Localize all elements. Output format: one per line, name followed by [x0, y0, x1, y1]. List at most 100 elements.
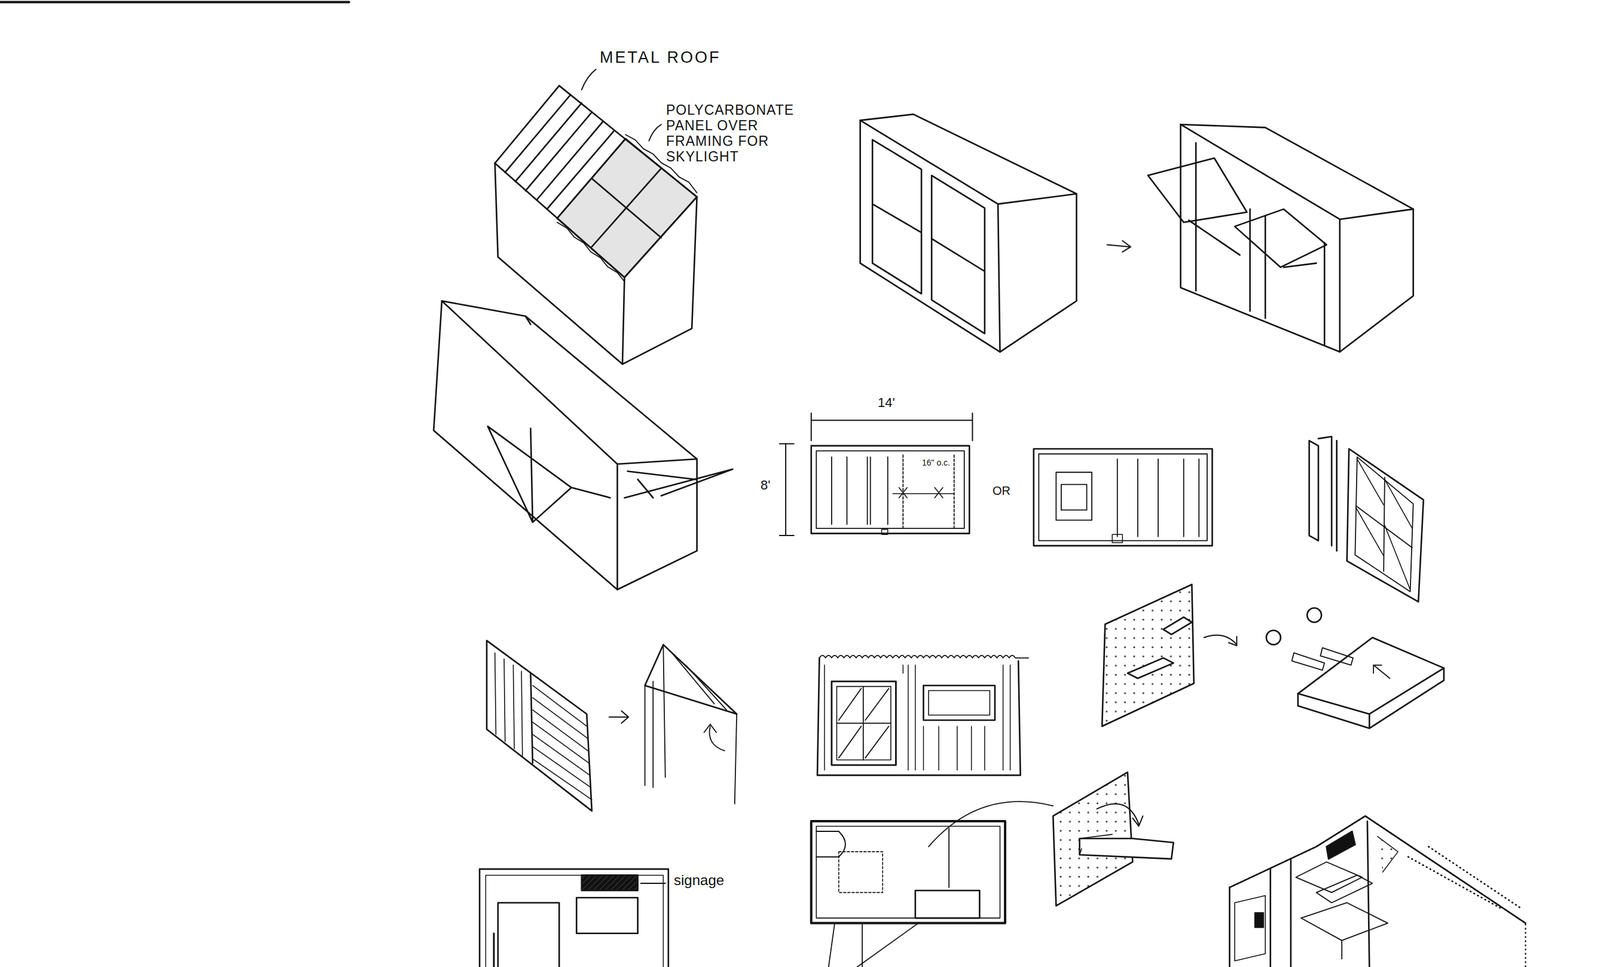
wall-panels-stroke: [532, 685, 592, 800]
pegboard-items-stroke: [1266, 630, 1281, 646]
elevation-views-stroke: [811, 446, 970, 534]
pegboard-items-stroke: [1204, 635, 1238, 647]
open-container-stroke: [1147, 158, 1248, 256]
window-elevation-stroke: [824, 665, 1011, 771]
wall-panels-stroke: [609, 711, 629, 724]
elevation-views-stroke: [1055, 472, 1092, 521]
interior-perspective-stroke: [1295, 862, 1373, 903]
closed-container-stroke: [1107, 240, 1131, 253]
wall-panels-stroke: [645, 645, 738, 805]
interior-perspective-stroke: [1255, 913, 1264, 928]
signage-elevation-stroke: [493, 933, 496, 967]
signage-elevation-stroke: [479, 869, 669, 967]
pegboard-items-stroke: [1307, 608, 1322, 623]
interior-perspective-stroke: [1377, 837, 1398, 873]
interior-perspective-stroke: [1229, 821, 1370, 967]
callout-note: POLYCARBONATE PANEL OVER FRAMING FOR SKY…: [666, 102, 799, 165]
roof-container-stroke: [557, 138, 662, 249]
elevation-views-stroke: [1117, 459, 1200, 537]
window-elevation-stroke: [928, 690, 990, 716]
open-container-stroke: [1195, 142, 1325, 345]
kiosk-plan-stroke: [948, 828, 950, 888]
folding-door-stroke: [1309, 436, 1337, 551]
pegboard-items-stroke: [1373, 665, 1390, 679]
window-elevation-stroke: [817, 658, 1021, 776]
kiosk-plan-stroke: [816, 826, 1000, 919]
folding-door: [1309, 436, 1424, 602]
interior-perspective-stroke: [1229, 816, 1526, 924]
open-container-stroke: [1234, 209, 1327, 268]
elevation-views: [779, 413, 1213, 546]
window-elevation-stroke: [831, 681, 897, 766]
closed-container-stroke: [860, 120, 1001, 352]
dimension-label: 8': [760, 478, 771, 493]
pegboard-items-stroke: [1127, 658, 1174, 679]
option-label: OR: [992, 484, 1011, 498]
spacing-note: 16" o.c.: [920, 457, 952, 469]
roof-container-stroke: [648, 124, 661, 141]
signage-elevation-stroke: [581, 875, 638, 891]
elevation-views-stroke: [881, 529, 888, 536]
elevation-views-stroke: [1033, 449, 1213, 546]
interior-perspective-stroke: [1408, 847, 1521, 909]
interior-perspective-stroke: [1229, 816, 1526, 967]
roof-container-stroke: [581, 69, 597, 90]
long-container: [433, 300, 733, 590]
kiosk-plan-stroke: [915, 890, 980, 919]
elevation-views-stroke: [1038, 454, 1208, 542]
signage-elevation: [479, 869, 669, 967]
long-container-stroke: [487, 426, 611, 522]
window-elevation-stroke: [836, 686, 891, 761]
wall-panels-stroke: [645, 645, 738, 715]
kiosk-plan-stroke: [811, 821, 1006, 924]
elevation-views-stroke: [779, 443, 795, 536]
sketch-lines: [0, 1, 1526, 967]
fold-shelf-stroke: [1079, 834, 1113, 856]
scan-edge: [0, 0, 350, 3]
elevation-views-stroke: [902, 455, 954, 529]
long-container-stroke: [624, 469, 733, 499]
fold-shelf-stroke: [1097, 804, 1144, 827]
closed-container-stroke: [872, 139, 922, 295]
elevation-views-stroke: [1061, 484, 1087, 511]
folding-door-stroke: [1356, 477, 1413, 572]
open-container: [1147, 124, 1414, 353]
interior-perspective-stroke: [1301, 902, 1388, 960]
kiosk-plan-stroke: [928, 801, 1053, 848]
elevation-views-stroke: [811, 413, 973, 441]
window-elevation-stroke: [923, 685, 995, 721]
interior-perspective-stroke: [1326, 831, 1356, 860]
roof-container-stroke: [505, 95, 615, 210]
open-container-stroke: [1180, 124, 1340, 353]
closed-container-stroke: [860, 114, 1077, 353]
closed-container: [860, 114, 1131, 353]
pegboard-items-stroke: [1298, 668, 1444, 729]
signage-elevation-stroke: [576, 898, 638, 934]
long-container-stroke: [433, 300, 618, 590]
folding-door-stroke: [1356, 459, 1413, 590]
elevation-views-stroke: [1112, 534, 1123, 543]
folding-door-stroke: [1347, 449, 1424, 603]
pegboard-items-stroke: [1298, 637, 1444, 715]
folding-door-stroke: [1354, 457, 1413, 592]
interior-perspective: [1229, 816, 1526, 967]
window-elevation-stroke: [836, 686, 891, 761]
signage-elevation-stroke: [485, 875, 664, 967]
wall-panels-stroke: [530, 673, 533, 763]
window-elevation: [817, 655, 1029, 777]
fold-shelf: [1052, 772, 1174, 907]
wall-panels-stroke: [495, 652, 523, 756]
elevation-views-stroke: [816, 450, 964, 529]
wall-panels-stroke: [704, 724, 725, 751]
elevation-views-stroke: [831, 457, 888, 525]
signage-elevation-stroke: [640, 883, 666, 885]
signage-elevation-stroke: [498, 902, 560, 967]
elevation-views-stroke: [892, 487, 954, 499]
long-container-stroke: [525, 316, 531, 325]
kiosk-plan: [811, 801, 1053, 967]
callout-label: METAL ROOF: [599, 49, 722, 67]
kiosk-plan-stroke: [816, 831, 846, 858]
dimension-label: 14': [877, 395, 896, 411]
